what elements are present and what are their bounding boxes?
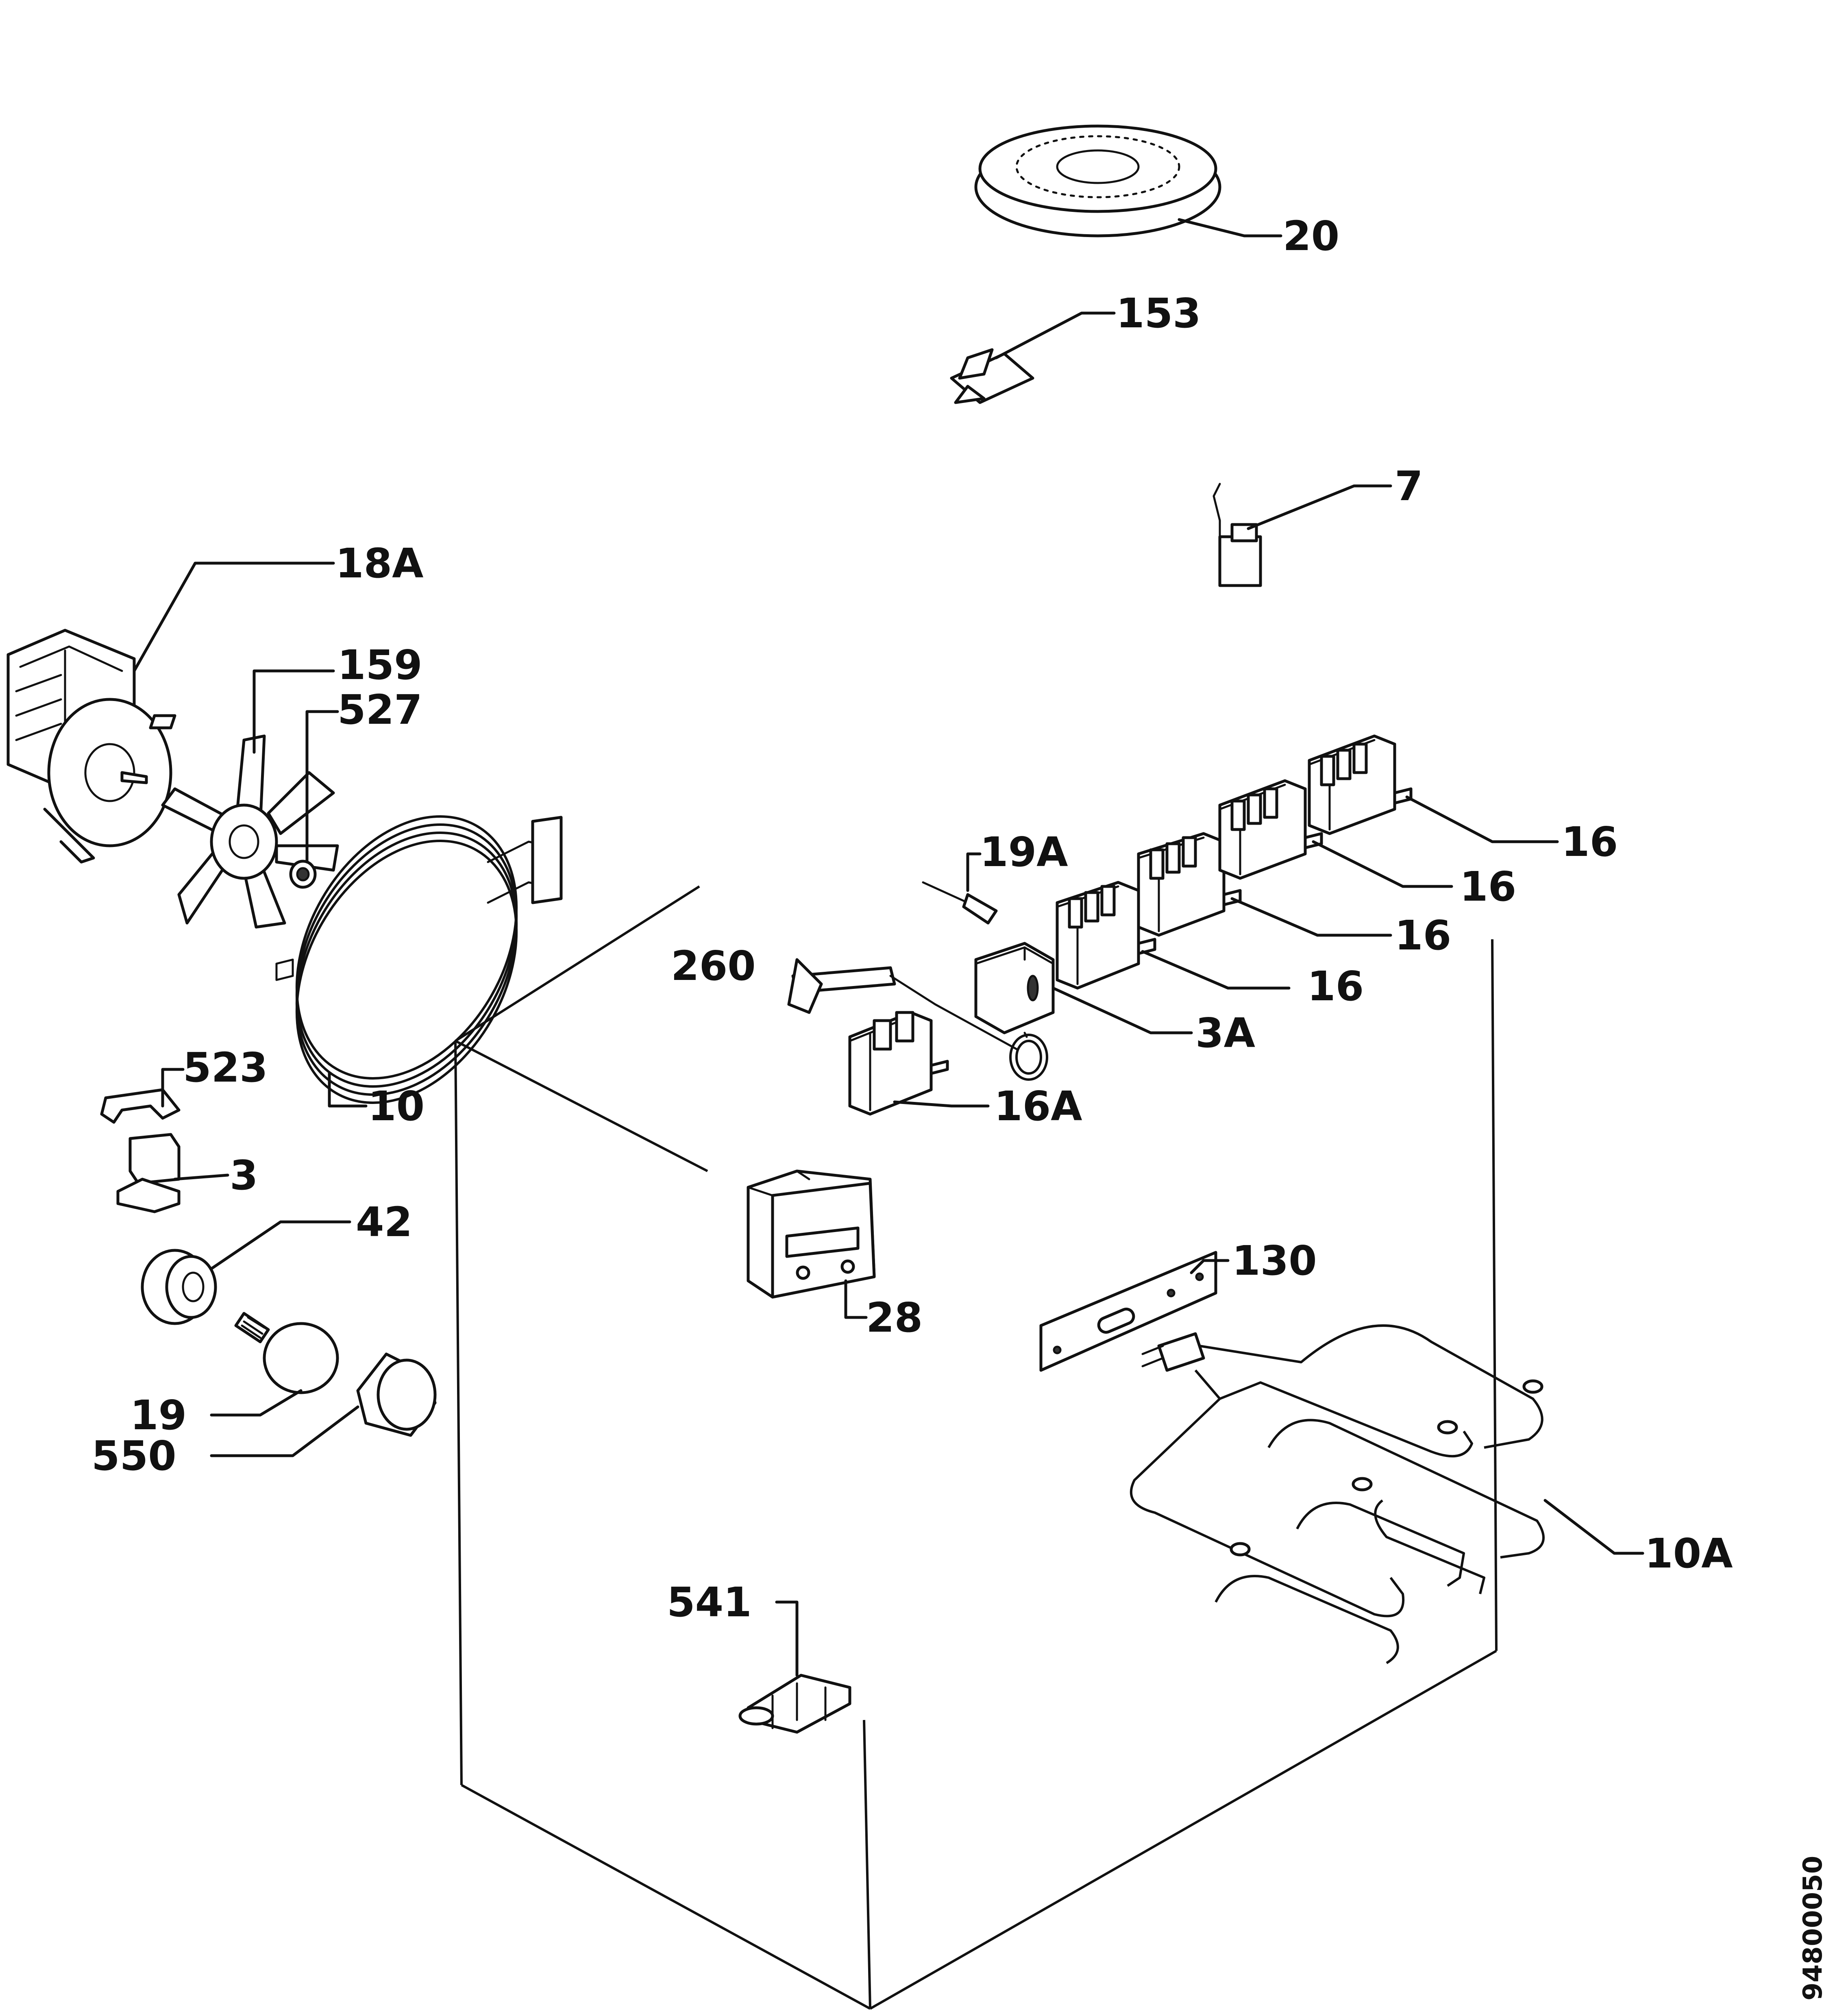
part-16-switch-3 bbox=[1218, 779, 1323, 880]
part-16-switch-2 bbox=[1137, 832, 1242, 937]
leader-16c bbox=[1230, 897, 1392, 937]
part-523-clip bbox=[100, 1088, 181, 1124]
label-16c: 16 bbox=[1395, 912, 1451, 959]
label-550: 550 bbox=[91, 1432, 176, 1480]
label-527: 527 bbox=[337, 686, 422, 734]
part-10-circular-element bbox=[275, 815, 563, 1104]
leader-20 bbox=[1178, 218, 1282, 237]
part-16-switch-4 bbox=[1308, 734, 1413, 835]
oven-cavity-outline bbox=[454, 885, 1498, 2010]
leader-523 bbox=[161, 1068, 185, 1108]
leader-550 bbox=[210, 1405, 359, 1457]
label-16b: 16 bbox=[1460, 863, 1516, 910]
label-18A: 18A bbox=[335, 540, 424, 587]
leader-16a bbox=[1405, 795, 1559, 843]
leader-19A bbox=[966, 852, 982, 892]
leader-16A bbox=[893, 1100, 990, 1108]
part-10A-grill-element bbox=[1130, 1324, 1545, 1664]
part-153-bracket bbox=[950, 348, 1034, 404]
part-527-nut bbox=[289, 860, 317, 889]
label-153: 153 bbox=[1116, 290, 1201, 337]
label-130: 130 bbox=[1232, 1237, 1317, 1284]
part-130-gasket bbox=[1039, 1251, 1217, 1372]
leader-18A bbox=[133, 562, 335, 673]
label-19A: 19A bbox=[980, 828, 1068, 876]
label-159: 159 bbox=[337, 641, 422, 689]
leader-16b bbox=[1312, 840, 1453, 888]
part-19-bulb bbox=[234, 1312, 339, 1394]
label-541: 541 bbox=[667, 1578, 752, 1626]
label-42: 42 bbox=[356, 1198, 412, 1246]
label-28: 28 bbox=[866, 1294, 923, 1341]
label-16d: 16 bbox=[1307, 962, 1364, 1010]
label-3A: 3A bbox=[1195, 1009, 1255, 1057]
leader-153 bbox=[995, 311, 1116, 359]
label-19: 19 bbox=[130, 1391, 187, 1439]
part-18A-fan-motor bbox=[7, 629, 176, 864]
document-number: 94800050 bbox=[1798, 1856, 1828, 2001]
part-16-switch-1 bbox=[1056, 881, 1156, 990]
leader-28 bbox=[844, 1279, 868, 1319]
label-10: 10 bbox=[368, 1082, 425, 1130]
leader-3 bbox=[173, 1173, 229, 1181]
leader-10A bbox=[1543, 1499, 1644, 1555]
part-541-bracket bbox=[738, 1674, 851, 1734]
leader-541 bbox=[775, 1600, 799, 1677]
leader-42 bbox=[210, 1220, 351, 1270]
label-7: 7 bbox=[1395, 462, 1423, 510]
label-523: 523 bbox=[183, 1044, 268, 1091]
leader-527 bbox=[305, 710, 339, 864]
part-159-fan-blade bbox=[161, 734, 339, 929]
label-16A: 16A bbox=[994, 1082, 1082, 1130]
label-16a: 16 bbox=[1561, 818, 1618, 866]
part-550-lamp-cover bbox=[356, 1352, 437, 1437]
part-16A-switch bbox=[848, 1011, 949, 1116]
part-42-lamp-socket bbox=[141, 1249, 217, 1325]
leader-19 bbox=[210, 1389, 303, 1417]
part-7-switch bbox=[1213, 483, 1262, 587]
part-3-lamp-bracket bbox=[116, 1133, 181, 1213]
part-260-sensor bbox=[787, 958, 1018, 1050]
leader-10 bbox=[328, 1072, 368, 1108]
label-10A: 10A bbox=[1645, 1530, 1733, 1577]
leader-159 bbox=[253, 669, 335, 754]
label-3: 3 bbox=[230, 1152, 258, 1199]
part-19A-probe bbox=[922, 881, 998, 925]
leader-16d bbox=[1141, 950, 1291, 990]
part-28-timer bbox=[747, 1169, 876, 1299]
label-20: 20 bbox=[1283, 212, 1339, 260]
part-20-hotplate bbox=[974, 124, 1221, 237]
leader-7 bbox=[1247, 484, 1392, 530]
part-3A-thermostat bbox=[974, 942, 1055, 1081]
leader-130 bbox=[1190, 1259, 1230, 1274]
leader-3A bbox=[1051, 986, 1193, 1034]
label-260: 260 bbox=[671, 942, 756, 990]
